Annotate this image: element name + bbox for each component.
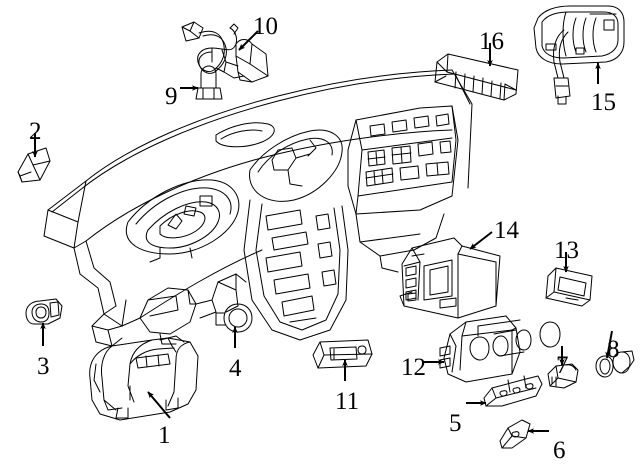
part-7-shape — [547, 363, 579, 389]
part-6-shape — [499, 419, 531, 449]
callout-number-1[interactable]: 1 — [158, 422, 171, 449]
part-4-shape — [215, 303, 253, 333]
callout-number-11[interactable]: 11 — [335, 388, 360, 415]
callout-number-14[interactable]: 14 — [494, 217, 519, 244]
part-2-shape — [17, 147, 51, 183]
callout-arrow-14 — [469, 231, 493, 250]
part-1-shape — [89, 335, 199, 421]
callout-arrow-8 — [605, 330, 613, 359]
callout-number-9[interactable]: 9 — [165, 83, 178, 110]
part-13-shape — [545, 267, 593, 307]
callout-number-3[interactable]: 3 — [37, 353, 50, 380]
callout-number-2[interactable]: 2 — [29, 118, 42, 145]
part-11-shape — [312, 339, 373, 369]
part-16-shape — [434, 53, 519, 101]
callout-number-15[interactable]: 15 — [591, 89, 616, 116]
part-8-shape — [595, 350, 635, 378]
callout-arrow-10 — [238, 30, 259, 51]
callout-number-7[interactable]: 7 — [556, 352, 569, 379]
dashboard-assembly — [43, 69, 473, 347]
callout-number-12[interactable]: 12 — [401, 354, 426, 381]
callout-number-10[interactable]: 10 — [253, 13, 278, 40]
callout-number-5[interactable]: 5 — [449, 410, 462, 437]
callout-number-4[interactable]: 4 — [229, 355, 242, 382]
callout-number-8[interactable]: 8 — [607, 336, 620, 363]
part-9-shape — [195, 65, 223, 100]
callout-arrow-1 — [147, 391, 171, 419]
callout-number-13[interactable]: 13 — [554, 237, 579, 264]
part-15-shape — [533, 5, 625, 105]
part-12-shape — [439, 315, 561, 383]
part-14-shape — [399, 237, 501, 319]
callout-number-16[interactable]: 16 — [479, 28, 504, 55]
part-3-shape — [25, 298, 63, 325]
callout-number-6[interactable]: 6 — [553, 437, 566, 464]
part-5-shape — [483, 375, 543, 407]
